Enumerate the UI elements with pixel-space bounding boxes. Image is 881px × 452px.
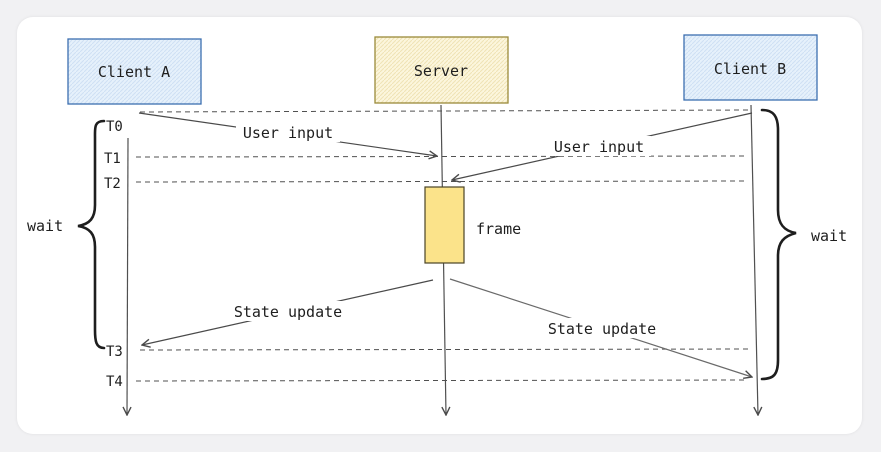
client-a-box: Client A [67, 38, 202, 105]
message-user-input-b: User input [554, 138, 644, 156]
t0-dashed-line [139, 109, 753, 113]
message-state-update-b: State update [548, 320, 656, 338]
client-b-label: Client B [714, 60, 786, 78]
message-state-update-a: State update [234, 303, 342, 321]
wait-label-right: wait [811, 227, 847, 245]
wait-brace-left [77, 119, 106, 350]
wait-label-left: wait [27, 217, 63, 235]
t3-dashed-line [139, 348, 753, 351]
time-label-t3: T3 [106, 344, 123, 360]
time-label-t4: T4 [106, 374, 123, 390]
wait-brace-right [760, 108, 797, 381]
server-label: Server [414, 62, 468, 80]
time-label-t1: T1 [104, 151, 121, 167]
t1-dashed-line [135, 155, 746, 158]
client-a-label: Client A [98, 63, 170, 81]
client-b-lifeline [750, 104, 758, 415]
message-user-input-a: User input [243, 124, 333, 142]
t2-dashed-line [135, 180, 746, 183]
time-label-t2: T2 [104, 176, 121, 192]
time-gridlines [135, 109, 753, 382]
frame-box [424, 186, 465, 264]
frame-label: frame [476, 220, 521, 238]
server-box: Server [374, 36, 509, 104]
time-label-t0: T0 [106, 119, 123, 135]
client-b-box: Client B [683, 34, 818, 101]
t4-dashed-line [135, 379, 746, 382]
client-a-lifeline [127, 137, 128, 415]
